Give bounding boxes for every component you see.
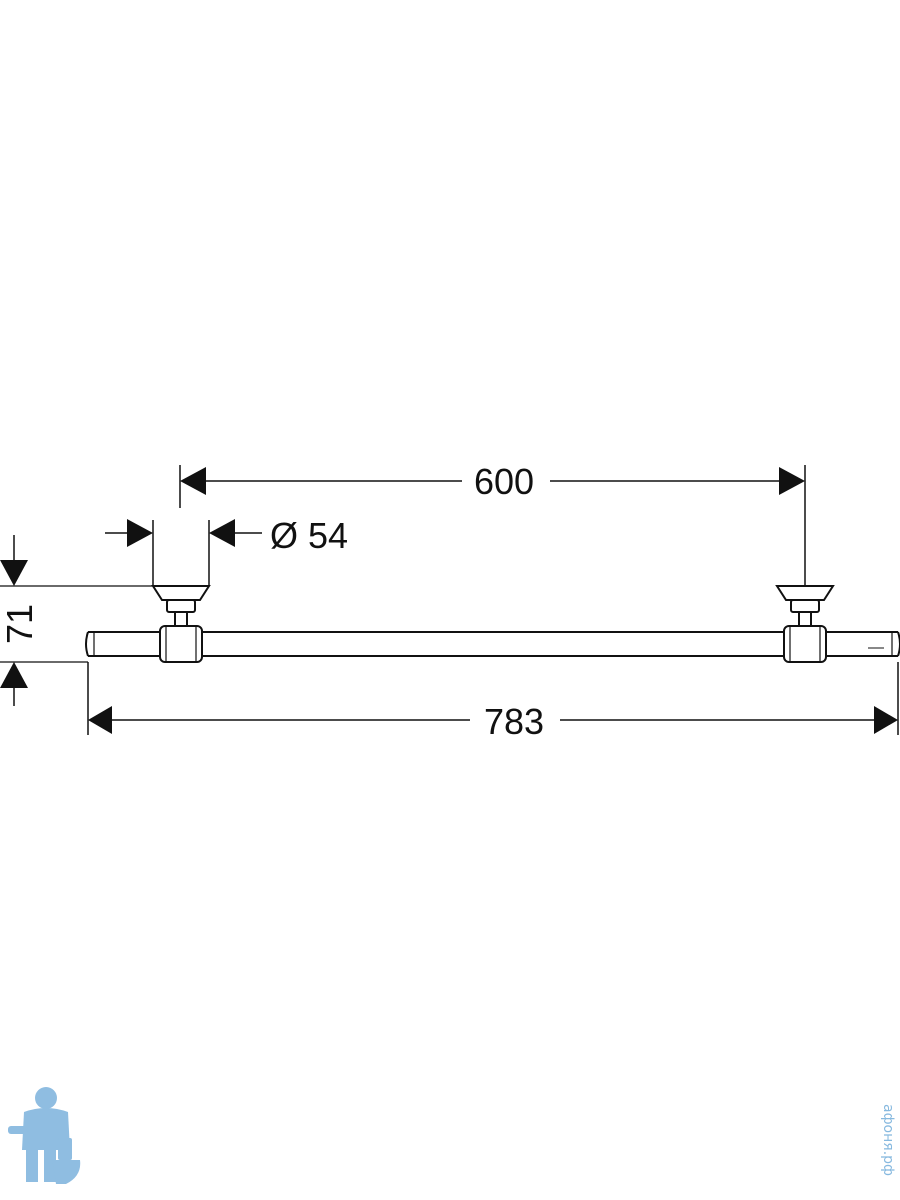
plumber-mascot-icon — [8, 1087, 81, 1184]
overall-length-label: 783 — [484, 701, 544, 742]
wall-projection-dimension — [0, 535, 153, 706]
rosette-diameter-label: Ø 54 — [270, 515, 348, 556]
rosette-diameter-dimension — [105, 519, 262, 586]
overall-length-dimension — [87, 662, 899, 735]
right-wall-bracket — [775, 585, 835, 663]
mount-spacing-label: 600 — [474, 461, 534, 502]
towel-bar — [85, 631, 900, 657]
mount-spacing-dimension — [179, 465, 806, 586]
left-wall-bracket — [151, 585, 211, 663]
watermark-text: афоня.рф — [880, 1104, 896, 1176]
wall-projection-label: 71 — [0, 604, 40, 644]
